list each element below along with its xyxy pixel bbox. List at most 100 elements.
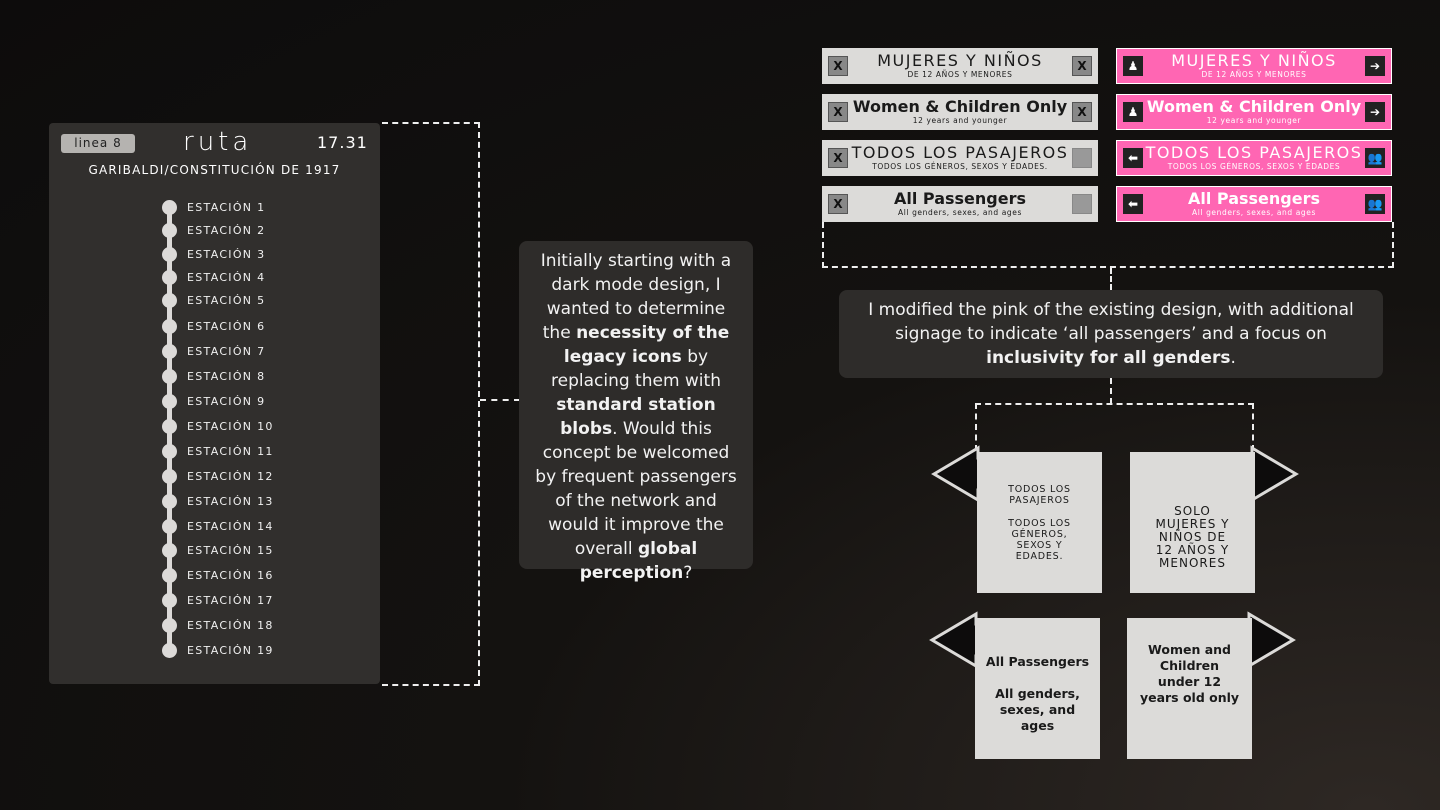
caption-text: I modified the pink of the existing desi… <box>868 300 1354 344</box>
sign-title: All Passengers <box>1187 189 1321 209</box>
caption-bold: global perception <box>579 539 698 583</box>
sign-subtitle: TODOS LOS GÉNEROS, SEXOS Y EDADES <box>1167 162 1341 172</box>
station-dot <box>162 593 177 608</box>
connector-line <box>1252 403 1254 451</box>
station-dot <box>162 369 177 384</box>
station-label: ESTACIÓN 19 <box>187 644 274 657</box>
station-label: ESTACIÓN 9 <box>187 395 266 408</box>
person-icon: ♟ <box>1123 102 1143 122</box>
person-icon: ♟ <box>1123 56 1143 76</box>
station-dot <box>162 293 177 308</box>
caption-text: Initially starting with a dark mode desi… <box>540 251 732 343</box>
sign-title: MUJERES Y NIÑOS <box>1171 51 1337 71</box>
caption-text: . Would this concept be welcomed by freq… <box>535 419 737 559</box>
blank-icon <box>1072 148 1092 168</box>
station-item: ESTACIÓN 3 <box>162 247 362 263</box>
station-label: ESTACIÓN 17 <box>187 594 274 607</box>
sign-title: MUJERES Y NIÑOS <box>877 51 1043 71</box>
station-label: ESTACIÓN 11 <box>187 445 274 458</box>
station-label: ESTACIÓN 13 <box>187 495 274 508</box>
card-todos-pasajeros: TODOS LOS PASAJEROS TODOS LOS GÉNEROS, S… <box>977 452 1102 593</box>
sign-title: TODOS LOS PASAJEROS <box>851 143 1069 163</box>
caption-bold: inclusivity for all genders <box>986 348 1231 368</box>
arrow-left-icon <box>931 445 1094 503</box>
connector-line <box>382 122 480 124</box>
connector-line <box>822 222 824 268</box>
caption-text: by replacing them with <box>551 347 721 391</box>
station-label: ESTACIÓN 10 <box>187 420 274 433</box>
station-item: ESTACIÓN 8 <box>162 369 362 385</box>
station-dot <box>162 344 177 359</box>
caption-text: . <box>1230 348 1236 368</box>
station-item: ESTACIÓN 16 <box>162 568 362 584</box>
sign-subtitle: All genders, sexes, and ages <box>1191 208 1316 218</box>
sign-subtitle: All genders, sexes, and ages <box>897 208 1022 218</box>
card-women-children: Women and Children under 12 years old on… <box>1127 618 1252 759</box>
route-subtitle: GARIBALDI/CONSTITUCIÓN DE 1917 <box>88 163 341 177</box>
connector-line <box>975 403 1254 405</box>
close-icon: X <box>1072 56 1092 76</box>
station-dot <box>162 394 177 409</box>
station-label: ESTACIÓN 2 <box>187 224 266 237</box>
station-item: ESTACIÓN 11 <box>162 444 362 460</box>
sign-title: Women & Children Only <box>1146 97 1362 117</box>
caption-text: ? <box>683 563 693 583</box>
station-dot <box>162 519 177 534</box>
card-text: TODOS LOS GÉNEROS, SEXOS Y EDADES. <box>1008 517 1071 562</box>
station-label: ESTACIÓN 16 <box>187 569 274 582</box>
close-icon: X <box>1072 102 1092 122</box>
station-label: ESTACIÓN 8 <box>187 370 266 383</box>
station-item: ESTACIÓN 2 <box>162 223 362 239</box>
card-text: Women and Children under 12 years old on… <box>1139 641 1240 705</box>
sign-title: Women & Children Only <box>852 97 1068 117</box>
arrow-left-icon: ⬅ <box>1123 148 1143 168</box>
arrow-right-icon: ➔ <box>1365 102 1385 122</box>
station-label: ESTACIÓN 18 <box>187 619 274 632</box>
station-dot <box>162 419 177 434</box>
route-time: 17.31 <box>317 133 368 152</box>
sign-subtitle: 12 years and younger <box>1206 116 1302 126</box>
connector-line <box>822 266 1394 268</box>
sign-title: TODOS LOS PASAJEROS <box>1145 143 1363 163</box>
card-text: All genders, sexes, and ages <box>995 685 1080 733</box>
close-icon: X <box>828 194 848 214</box>
right-caption: I modified the pink of the existing desi… <box>839 290 1383 378</box>
connector-line <box>975 403 977 451</box>
station-label: ESTACIÓN 6 <box>187 320 266 333</box>
caption-bold: necessity of the legacy icons <box>563 323 730 367</box>
arrow-right-icon: ➔ <box>1365 56 1385 76</box>
station-item: ESTACIÓN 15 <box>162 543 362 559</box>
station-label: ESTACIÓN 14 <box>187 520 274 533</box>
close-icon: X <box>828 102 848 122</box>
station-item: ESTACIÓN 5 <box>162 293 362 309</box>
station-dot <box>162 618 177 633</box>
station-item: ESTACIÓN 19 <box>162 643 362 659</box>
station-item: ESTACIÓN 1 <box>162 200 362 216</box>
card-text: TODOS LOS PASAJEROS <box>1008 483 1071 506</box>
station-dot <box>162 643 177 658</box>
station-item: ESTACIÓN 9 <box>162 394 362 410</box>
station-dot <box>162 568 177 583</box>
station-dot <box>162 247 177 262</box>
station-item: ESTACIÓN 14 <box>162 519 362 535</box>
group-icon: 👥 <box>1365 148 1385 168</box>
card-text: SOLO MUJERES Y NIÑOS DE 12 AÑOS Y MENORE… <box>1155 504 1230 570</box>
connector-line <box>382 684 480 686</box>
left-caption: Initially starting with a dark mode desi… <box>519 241 753 583</box>
sign-subtitle: 12 years and younger <box>912 116 1008 126</box>
station-dot <box>162 223 177 238</box>
station-dot <box>162 469 177 484</box>
caption-bold: standard station blobs <box>556 395 716 439</box>
close-icon: X <box>828 56 848 76</box>
